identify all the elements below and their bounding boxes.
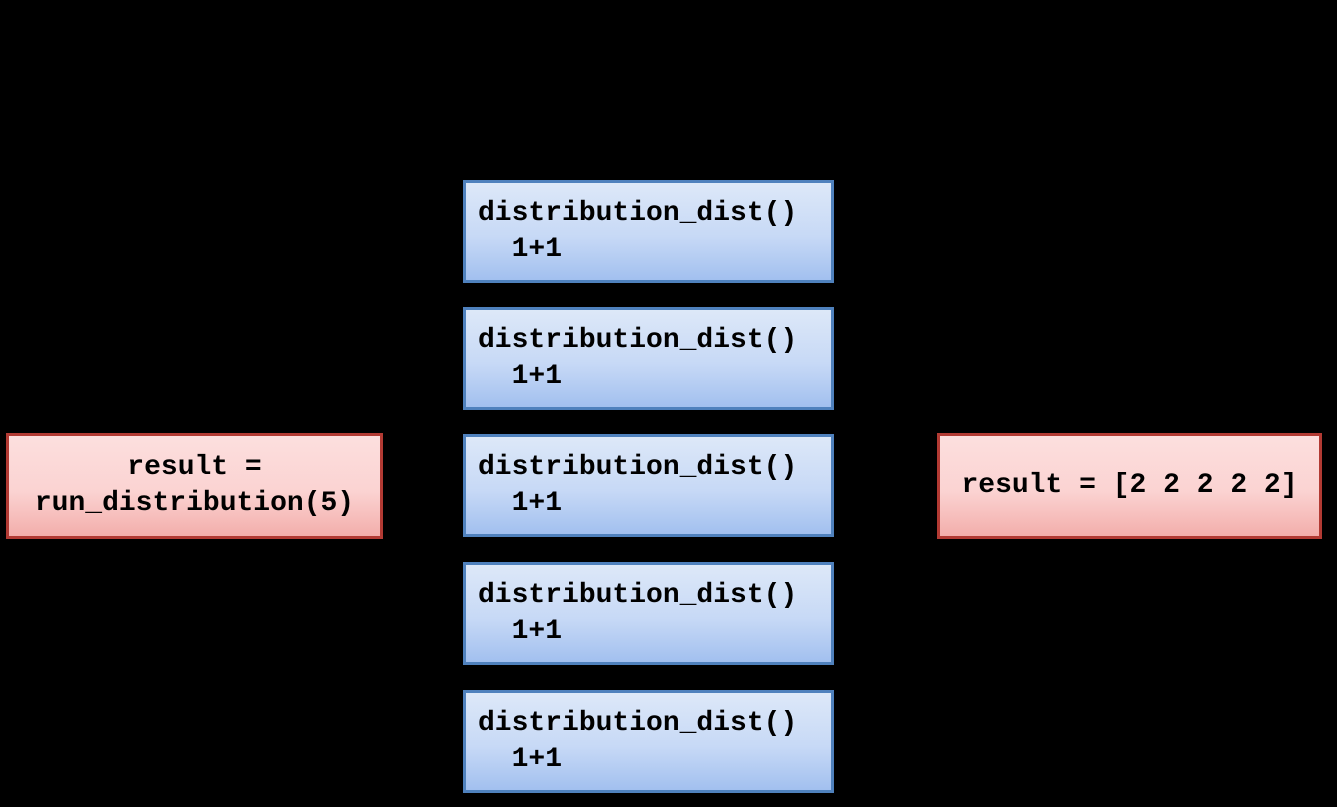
task-box-3: distribution_dist() 1+1 bbox=[463, 434, 834, 537]
task-box-2: distribution_dist() 1+1 bbox=[463, 307, 834, 410]
task-body-label: 1+1 bbox=[511, 743, 563, 775]
caller-line2: run_distribution(5) bbox=[34, 488, 355, 519]
task-call-label: distribution_dist() bbox=[478, 324, 798, 356]
task-body-label: 1+1 bbox=[511, 487, 563, 519]
task-body-label: 1+1 bbox=[511, 360, 563, 392]
result-box: result = [2 2 2 2 2] bbox=[937, 433, 1322, 539]
task-box-1: distribution_dist() 1+1 bbox=[463, 180, 834, 283]
caller-line1: result = bbox=[127, 452, 262, 483]
task-body-label: 1+1 bbox=[511, 233, 563, 265]
task-call-label: distribution_dist() bbox=[478, 579, 798, 611]
task-call-label: distribution_dist() bbox=[478, 707, 798, 739]
task-body-label: 1+1 bbox=[511, 615, 563, 647]
result-text: result = [2 2 2 2 2] bbox=[961, 470, 1298, 501]
task-call-label: distribution_dist() bbox=[478, 197, 798, 229]
task-box-4: distribution_dist() 1+1 bbox=[463, 562, 834, 665]
caller-box: result = run_distribution(5) bbox=[6, 433, 383, 539]
task-call-label: distribution_dist() bbox=[478, 451, 798, 483]
task-box-5: distribution_dist() 1+1 bbox=[463, 690, 834, 793]
